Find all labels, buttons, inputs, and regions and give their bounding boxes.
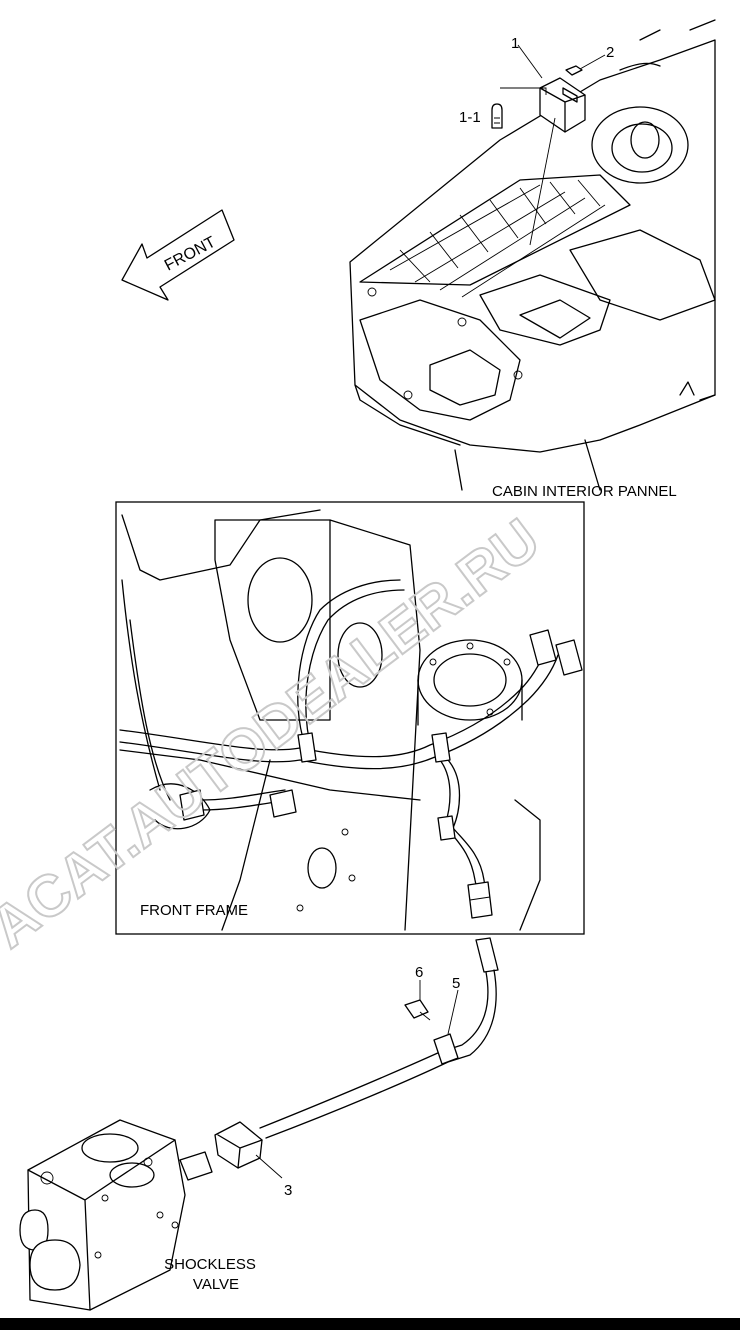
callout-2: 2 — [606, 44, 614, 61]
rocker-switch — [539, 77, 586, 133]
bottom-black-bar — [0, 1318, 740, 1330]
cabin-interior-panel-label: CABIN INTERIOR PANNEL — [492, 483, 677, 500]
bulb-part-1-1 — [491, 103, 503, 129]
leader-2 — [579, 54, 606, 70]
cabin-interior-panel — [349, 19, 716, 491]
callout-3: 3 — [284, 1182, 292, 1199]
lower-harness — [214, 937, 499, 1169]
front-frame-inset-border — [115, 501, 585, 935]
shockless-valve-label-line2: VALVE — [193, 1276, 239, 1293]
wire-harness — [119, 579, 583, 919]
leader-5 — [447, 989, 459, 1035]
callout-1-1: 1-1 — [459, 109, 481, 126]
callout-5: 5 — [452, 975, 460, 992]
switch-lens-part-2 — [565, 65, 583, 76]
front-frame-label: FRONT FRAME — [140, 902, 248, 919]
front-direction-arrow: FRONT — [121, 209, 235, 301]
leader-3 — [255, 1154, 283, 1179]
leader-1-1 — [500, 87, 547, 95]
leader-1 — [517, 44, 543, 79]
callout-6: 6 — [415, 964, 423, 981]
shockless-valve — [19, 1119, 213, 1311]
shockless-valve-label-line1: SHOCKLESS — [164, 1256, 256, 1273]
callout-1: 1 — [511, 35, 519, 52]
switch-leader-line — [529, 117, 556, 246]
